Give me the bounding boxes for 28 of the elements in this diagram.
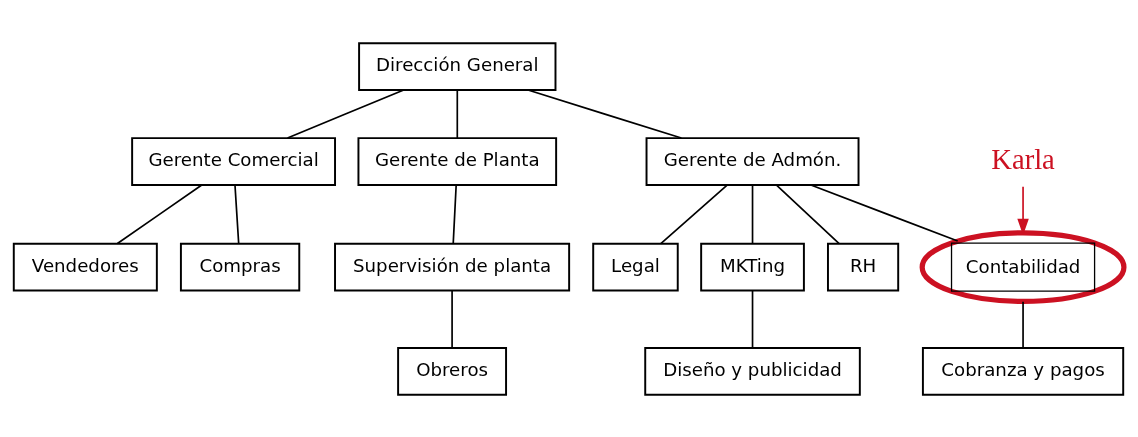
connector	[286, 88, 405, 139]
node-box: Legal	[592, 242, 679, 291]
node-box: Obreros	[397, 346, 508, 396]
node-box: Dirección General	[358, 41, 557, 91]
connector	[659, 183, 728, 244]
node-box: Supervisión de planta	[334, 242, 571, 291]
connector	[751, 289, 754, 349]
connector	[452, 183, 457, 244]
connector	[1022, 300, 1024, 348]
connector	[456, 88, 459, 139]
connector	[810, 183, 959, 242]
connector	[527, 88, 683, 139]
node-box: Vendedores	[12, 242, 158, 291]
node-box: Diseño y publicidad	[644, 346, 861, 396]
node-box: Gerente de Planta	[357, 136, 558, 186]
node-ellipse: Contabilidad	[919, 229, 1127, 304]
node-box: Cobranza y pagos	[921, 346, 1125, 396]
connector	[751, 183, 754, 244]
node-box: Gerente Comercial	[131, 136, 336, 186]
node-box: RH	[827, 242, 900, 291]
connector	[116, 183, 203, 244]
node-text: Karla	[991, 143, 1055, 175]
node-box: MKTing	[700, 242, 805, 291]
connector	[451, 289, 453, 349]
connector	[234, 183, 240, 244]
node-box: Gerente de Admón.	[645, 136, 860, 186]
node-box: Compras	[179, 242, 301, 291]
connector	[775, 183, 840, 244]
